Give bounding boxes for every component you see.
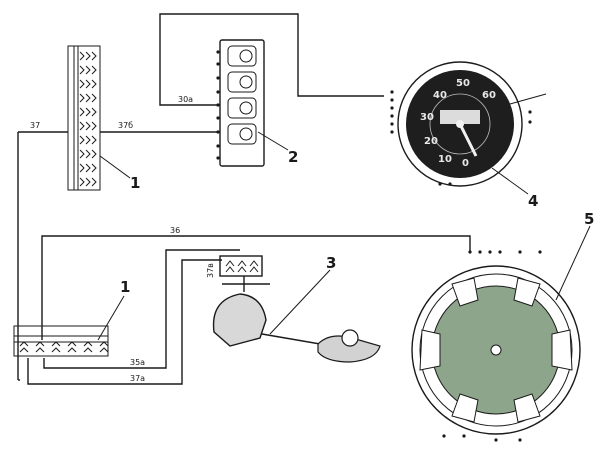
connector-block-bottom <box>13 325 109 357</box>
wire-35a <box>43 249 180 369</box>
connector-bottom-chevrons <box>19 341 109 353</box>
callout-2: 2 <box>288 148 298 166</box>
fuel-sensor <box>212 255 381 363</box>
wire-label-35a: 35а <box>130 358 145 367</box>
wire-37a <box>27 259 222 385</box>
callout-1-bottom: 1 <box>120 278 130 296</box>
rotor-poles <box>419 277 573 423</box>
wire-label-30a: 30а <box>178 95 193 104</box>
speedometer: 40 50 60 30 20 10 0 <box>390 61 547 187</box>
lamp-block-terminals <box>216 50 220 160</box>
rotor-outer-ring <box>411 265 581 435</box>
connector-top-chevrons <box>79 51 97 187</box>
leader-lines <box>97 131 591 341</box>
dial-50: 50 <box>456 78 470 89</box>
speedometer-bezel <box>397 61 523 187</box>
lamp-block-frame <box>219 39 265 167</box>
sensor-relay-box <box>219 255 263 277</box>
lamp-block <box>216 39 265 167</box>
wire-label-37b: 37б <box>118 121 133 130</box>
dial-10: 10 <box>438 154 452 165</box>
wire-30a <box>159 13 384 106</box>
dial-60: 60 <box>482 90 496 101</box>
wire-label-37v: 37в <box>206 263 215 278</box>
connector-block-top <box>67 45 101 191</box>
dial-30: 30 <box>420 112 434 123</box>
lamp-sockets <box>227 45 257 145</box>
dial-0: 0 <box>462 158 469 169</box>
dial-40: 40 <box>433 90 447 101</box>
rotor-assembly <box>411 250 581 442</box>
speedometer-terminals <box>390 90 532 186</box>
wire-lines <box>17 13 471 385</box>
wire-label-37: 37 <box>30 121 40 130</box>
odometer-window <box>440 110 480 124</box>
sensor-housing <box>212 293 267 347</box>
dial-20: 20 <box>424 136 438 147</box>
callout-4: 4 <box>528 192 538 210</box>
wire-36 <box>41 235 471 340</box>
callout-5: 5 <box>584 210 594 228</box>
rotor-terminals <box>442 250 542 442</box>
wire-label-37a: 37а <box>130 374 145 383</box>
speedometer-needle <box>458 123 478 157</box>
wire-label-36: 36 <box>170 226 180 235</box>
connector-top-frame <box>67 45 101 191</box>
sensor-float <box>317 335 381 363</box>
connector-bottom-frame <box>13 325 109 357</box>
callout-3: 3 <box>326 254 336 272</box>
callout-1-top: 1 <box>130 174 140 192</box>
